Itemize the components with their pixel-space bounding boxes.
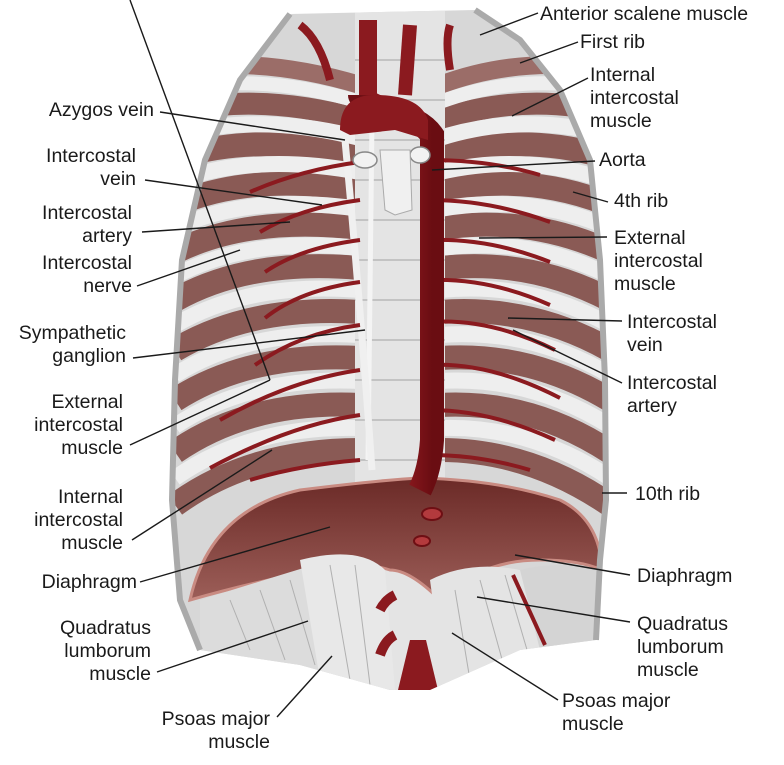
label-intercostal-artery-right: Intercostal artery bbox=[627, 372, 717, 417]
label-quadratus-lumborum-left: Quadratus lumborum muscle bbox=[59, 617, 151, 685]
label-external-intercostal-right: External intercostal muscle bbox=[614, 227, 703, 295]
label-quadratus-lumborum-right: Quadratus lumborum muscle bbox=[637, 613, 729, 681]
aortic-arch bbox=[297, 20, 454, 140]
label-psoas-major-right: Psoas major muscle bbox=[562, 690, 671, 735]
label-internal-intercostal-left: Internal intercostal muscle bbox=[34, 486, 123, 554]
label-intercostal-vein-left: Intercostal vein bbox=[46, 145, 136, 190]
label-diaphragm-right: Diaphragm bbox=[637, 565, 733, 587]
label-internal-intercostal-right: Internal intercostal muscle bbox=[590, 64, 679, 132]
label-intercostal-artery-left: Intercostal artery bbox=[42, 202, 132, 247]
label-external-intercostal-left: External intercostal muscle bbox=[34, 391, 123, 459]
label-psoas-major-left: Psoas major muscle bbox=[161, 708, 270, 753]
label-intercostal-vein-right: Intercostal vein bbox=[627, 311, 717, 356]
label-sympathetic-ganglion: Sympathetic ganglion bbox=[18, 322, 126, 367]
label-azygos-vein: Azygos vein bbox=[48, 99, 154, 121]
azygos-region bbox=[352, 146, 431, 216]
leader-lines bbox=[129, 0, 631, 718]
label-tenth-rib: 10th rib bbox=[635, 483, 701, 505]
label-aorta: Aorta bbox=[599, 149, 646, 171]
label-anterior-scalene: Anterior scalene muscle bbox=[540, 3, 749, 25]
lumbar-muscles bbox=[200, 554, 600, 690]
label-diaphragm-left: Diaphragm bbox=[41, 571, 137, 593]
left-intercostal-vessels bbox=[209, 160, 361, 482]
label-intercostal-nerve: Intercostal nerve bbox=[42, 252, 132, 297]
label-first-rib: First rib bbox=[580, 31, 645, 53]
label-fourth-rib: 4th rib bbox=[614, 190, 669, 212]
